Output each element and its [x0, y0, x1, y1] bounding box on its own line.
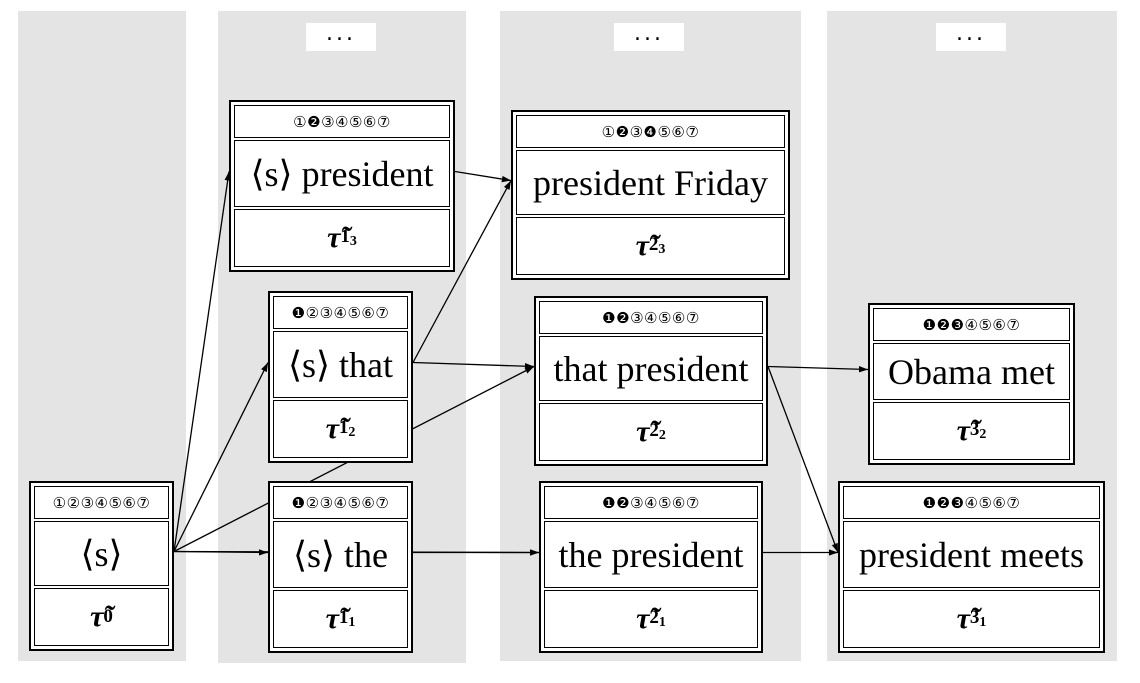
state-label: τ̃22	[539, 403, 763, 461]
phrase-text: president Friday	[516, 150, 785, 215]
state-label: τ̃32	[873, 402, 1070, 460]
edge-t13-to-t23	[454, 170, 512, 183]
phrase-text: the president	[544, 521, 758, 588]
coverage-vector: ❶❷❸④⑤⑥⑦	[843, 486, 1100, 519]
node-tau-1-2: ❶②③④⑤⑥⑦ ⟨s⟩ that τ̃12	[268, 291, 413, 463]
phrase-text: ⟨s⟩ president	[234, 140, 450, 207]
phrase-text: ⟨s⟩ the	[273, 521, 408, 588]
phrase-text: ⟨s⟩	[34, 521, 169, 586]
node-tau-2-3: ①❷③❹⑤⑥⑦ president Friday τ̃23	[511, 110, 790, 280]
state-label: τ̃0	[34, 588, 169, 646]
node-tau-2-2: ❶❷③④⑤⑥⑦ that president τ̃22	[534, 296, 768, 466]
state-label: τ̃23	[516, 217, 785, 275]
state-label: τ̃31	[843, 590, 1100, 648]
phrase-text: that president	[539, 336, 763, 401]
edge-t12-to-t22	[412, 361, 535, 370]
coverage-vector: ❶❷❸④⑤⑥⑦	[873, 308, 1070, 341]
edge-t22-to-t32	[767, 365, 869, 373]
edge-t0-to-t12	[173, 362, 269, 552]
phrase-text: president meets	[843, 521, 1100, 588]
node-tau-0: ①②③④⑤⑥⑦ ⟨s⟩ τ̃0	[29, 481, 174, 651]
edge-t0-to-t13	[173, 171, 231, 552]
state-label: τ̃21	[544, 590, 758, 648]
coverage-vector: ❶❷③④⑤⑥⑦	[544, 486, 758, 519]
node-tau-3-1: ❶❷❸④⑤⑥⑦ president meets τ̃31	[838, 481, 1105, 653]
state-label: τ̃13	[234, 209, 450, 267]
state-label: τ̃12	[273, 400, 408, 458]
column-3-ellipsis: ...	[936, 23, 1006, 51]
state-label: τ̃11	[273, 590, 408, 648]
edge-t22-to-t31	[767, 366, 839, 553]
coverage-vector: ❶②③④⑤⑥⑦	[273, 296, 408, 329]
coverage-vector: ①❷③④⑤⑥⑦	[234, 105, 450, 138]
phrase-text: ⟨s⟩ that	[273, 331, 408, 398]
column-1-ellipsis: ...	[306, 23, 376, 51]
coverage-vector: ①❷③❹⑤⑥⑦	[516, 115, 785, 148]
column-2-ellipsis: ...	[614, 23, 684, 51]
node-tau-3-2: ❶❷❸④⑤⑥⑦ Obama met τ̃32	[868, 303, 1075, 465]
edge-t12-to-t23	[412, 180, 512, 363]
coverage-vector: ❶②③④⑤⑥⑦	[273, 486, 408, 519]
node-tau-1-1: ❶②③④⑤⑥⑦ ⟨s⟩ the τ̃11	[268, 481, 413, 653]
node-tau-2-1: ❶❷③④⑤⑥⑦ the president τ̃21	[539, 481, 763, 653]
phrase-text: Obama met	[873, 343, 1070, 400]
coverage-vector: ❶❷③④⑤⑥⑦	[539, 301, 763, 334]
coverage-vector: ①②③④⑤⑥⑦	[34, 486, 169, 519]
node-tau-1-3: ①❷③④⑤⑥⑦ ⟨s⟩ president τ̃13	[229, 100, 455, 272]
